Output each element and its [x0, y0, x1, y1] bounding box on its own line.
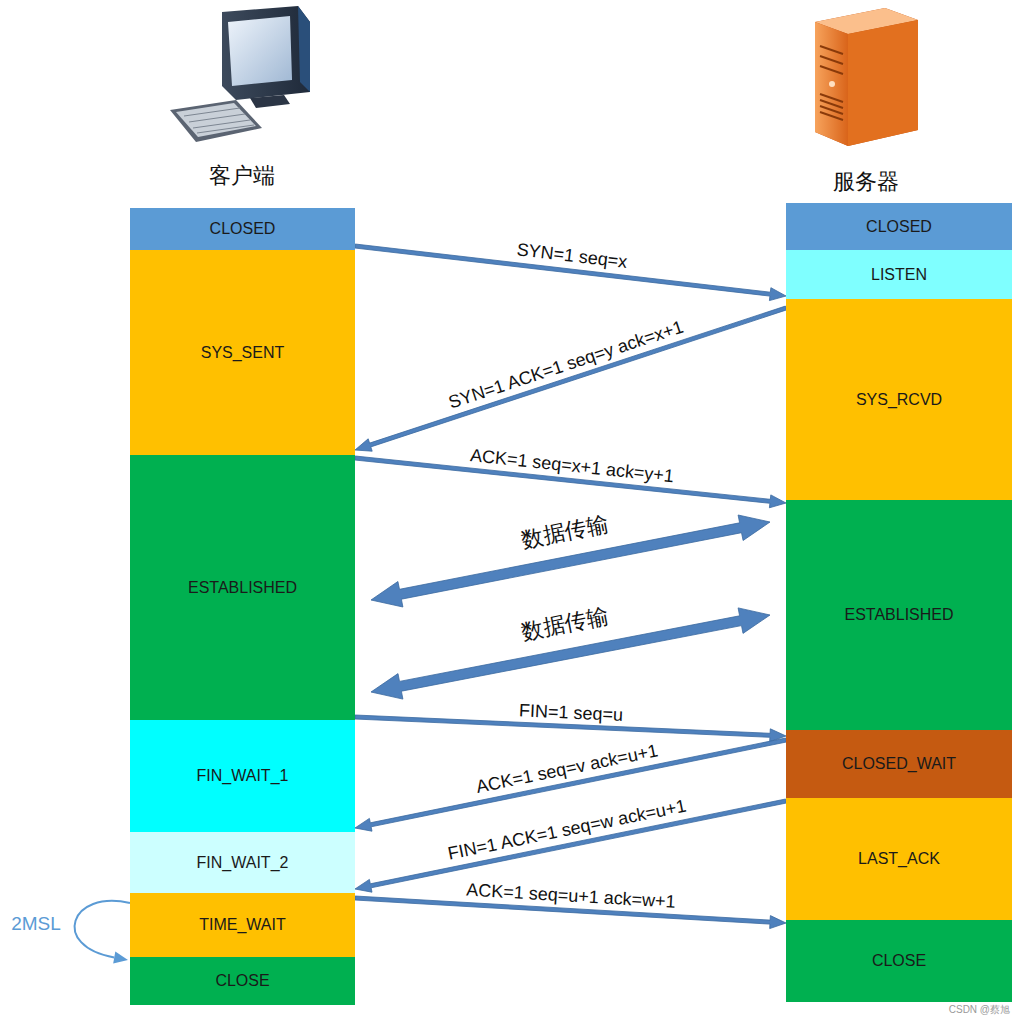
message-label: 2MSL	[11, 913, 61, 935]
message-arrow	[355, 799, 786, 892]
state-name: SYS_SENT	[201, 344, 285, 362]
state-box: CLOSED_WAIT	[786, 730, 1012, 798]
watermark: CSDN @蔡旭	[949, 1003, 1010, 1017]
state-box: ESTABLISHED	[130, 455, 355, 720]
state-box: LISTEN	[786, 250, 1012, 299]
state-name: LISTEN	[871, 266, 927, 284]
state-name: CLOSE	[872, 952, 926, 970]
message-arrow	[355, 306, 787, 451]
state-name: CLOSED_WAIT	[842, 755, 956, 773]
state-box: CLOSE	[786, 920, 1012, 1002]
state-name: FIN_WAIT_2	[197, 854, 289, 872]
message-arrow	[355, 738, 786, 831]
client-computer	[170, 6, 310, 142]
state-name: FIN_WAIT_1	[197, 767, 289, 785]
message-label: FIN=1 seq=u	[519, 700, 624, 725]
state-box: LAST_ACK	[786, 798, 1012, 920]
message-label: 数据传输	[519, 511, 610, 553]
state-name: ESTABLISHED	[188, 579, 297, 597]
column-heading: 服务器	[833, 167, 899, 197]
server-tower	[815, 8, 918, 146]
state-box: CLOSED	[786, 203, 1012, 250]
state-box: ESTABLISHED	[786, 500, 1012, 730]
state-name: CLOSED	[210, 220, 276, 238]
state-name: CLOSED	[866, 218, 932, 236]
state-box: SYS_RCVD	[786, 299, 1012, 500]
state-box: FIN_WAIT_1	[130, 720, 355, 832]
state-box: SYS_SENT	[130, 250, 355, 455]
state-name: ESTABLISHED	[844, 606, 953, 624]
message-label: SYN=1 ACK=1 seq=y ack=x+1	[446, 316, 686, 413]
state-name: CLOSE	[215, 972, 269, 990]
state-box: TIME_WAIT	[130, 893, 355, 957]
message-label: 数据传输	[519, 603, 610, 645]
state-name: TIME_WAIT	[199, 916, 286, 934]
state-box: CLOSED	[130, 208, 355, 250]
column-heading: 客户端	[209, 161, 275, 191]
loop-arrow	[75, 901, 130, 964]
state-box: CLOSE	[130, 957, 355, 1005]
state-name: SYS_RCVD	[856, 391, 942, 409]
state-name: LAST_ACK	[858, 850, 940, 868]
state-box: FIN_WAIT_2	[130, 832, 355, 893]
